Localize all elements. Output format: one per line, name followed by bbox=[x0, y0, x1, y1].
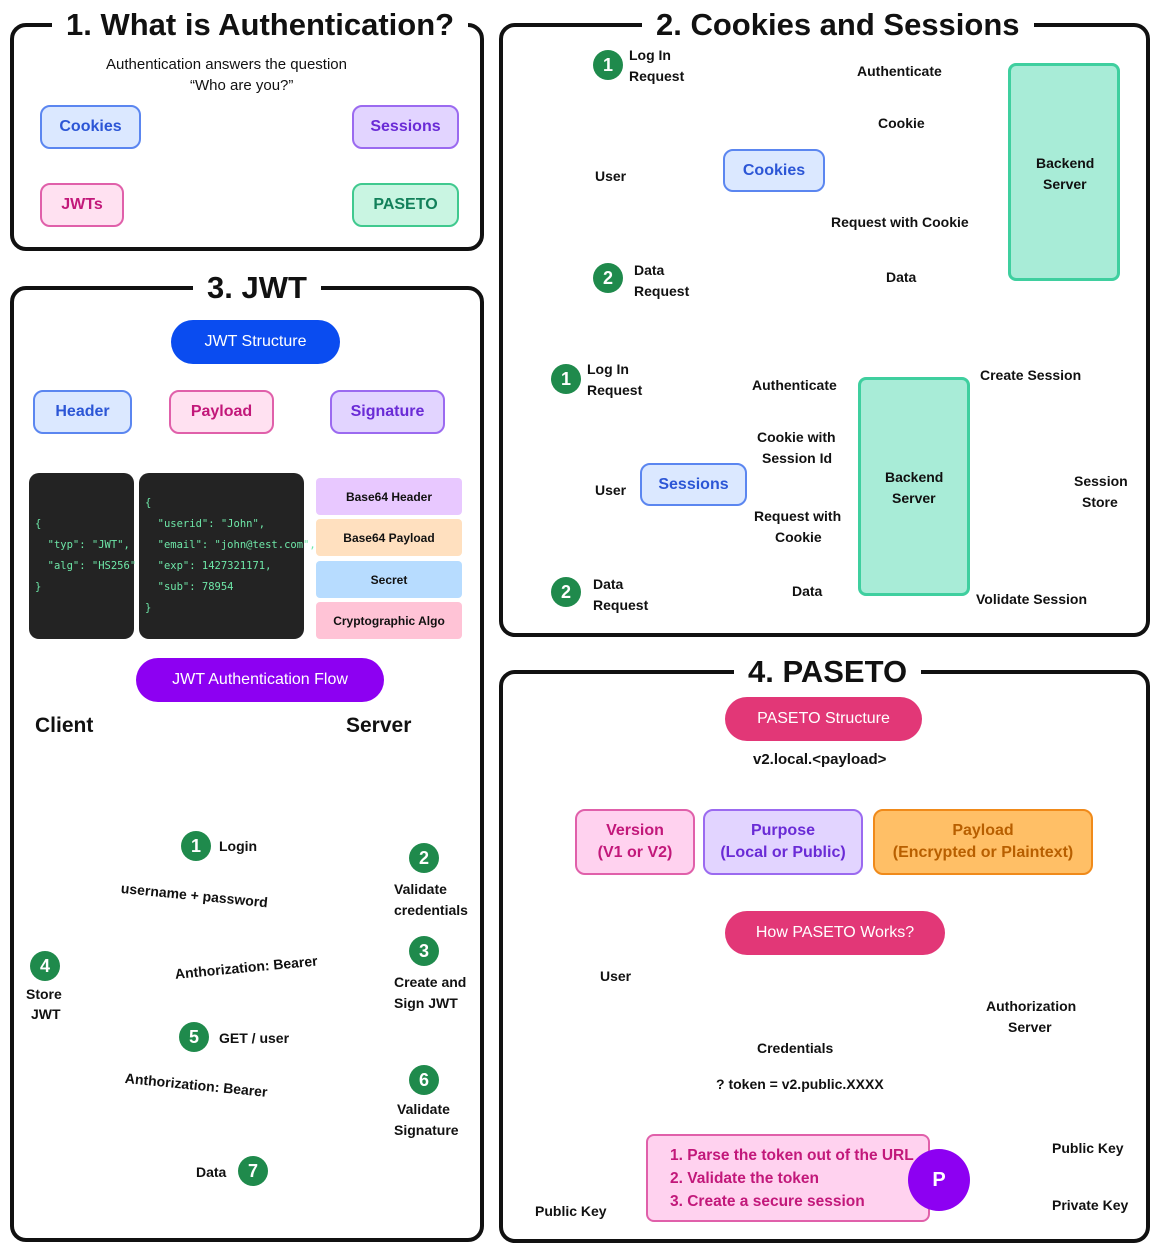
auth-server-label: Server bbox=[1008, 1019, 1052, 1035]
request-cookie-label: Cookie bbox=[775, 529, 822, 545]
paseto-format: v2.local.<payload> bbox=[753, 751, 887, 768]
auth-server-label: Authorization bbox=[986, 998, 1077, 1014]
token-label: ? token = v2.public.XXXX bbox=[716, 1076, 884, 1092]
login-label: Login bbox=[219, 838, 258, 854]
sig-crypto-algo: Cryptographic Algo bbox=[316, 602, 462, 639]
step-badge: 1 bbox=[181, 831, 211, 861]
section-jwt bbox=[10, 286, 484, 1242]
data-label: Data bbox=[792, 583, 823, 599]
step-badge: 2 bbox=[593, 263, 623, 293]
authenticate-label: Authenticate bbox=[857, 63, 942, 79]
validate-signature-label: Signature bbox=[394, 1122, 459, 1138]
chip-sessions: Sessions bbox=[640, 463, 747, 506]
paseto-payload-box: Payload(Encrypted or Plaintext) bbox=[873, 809, 1093, 875]
intro-text: Authentication answers the question bbox=[106, 56, 347, 73]
backend-label: Server bbox=[892, 490, 936, 506]
step-label: Request bbox=[629, 68, 685, 84]
step-label: Request bbox=[587, 382, 643, 398]
section-3-title: 3. JWT bbox=[193, 271, 321, 305]
paseto-step: 1. Parse the token out of the URL bbox=[670, 1147, 914, 1164]
section-2-title: 2. Cookies and Sessions bbox=[642, 8, 1034, 42]
sig-base64-payload: Base64 Payload bbox=[316, 519, 462, 556]
data-label: Data bbox=[886, 269, 917, 285]
public-key-label: Public Key bbox=[535, 1203, 607, 1219]
validate-signature-label: Validate bbox=[397, 1101, 450, 1117]
paseto-purpose-box: Purpose(Local or Public) bbox=[703, 809, 863, 875]
backend-label: Server bbox=[1043, 176, 1087, 192]
sig-secret: Secret bbox=[316, 561, 462, 598]
step-badge: 2 bbox=[551, 577, 581, 607]
paseto-step: 3. Create a secure session bbox=[670, 1193, 865, 1210]
header-code-block: { "typ": "JWT", "alg": "HS256"} bbox=[29, 473, 136, 639]
step-badge: 4 bbox=[30, 951, 60, 981]
backend-server-box bbox=[1008, 63, 1120, 281]
store-jwt-label: JWT bbox=[31, 1006, 61, 1022]
store-jwt-label: Store bbox=[26, 986, 62, 1002]
server-label: Server bbox=[346, 714, 412, 737]
how-paseto-works-pill: How PASETO Works? bbox=[725, 911, 945, 955]
section-4-title: 4. PASETO bbox=[734, 655, 922, 689]
paseto-structure-pill: PASETO Structure bbox=[725, 697, 922, 741]
public-key-label: Public Key bbox=[1052, 1140, 1124, 1156]
paseto-badge: P bbox=[908, 1149, 970, 1211]
private-key-label: Private Key bbox=[1052, 1197, 1129, 1213]
chip-jwts: JWTs bbox=[40, 183, 124, 227]
chip-cookies: Cookies bbox=[723, 149, 825, 192]
payload-code-block: { "userid": "John", "email": "john@test.… bbox=[139, 473, 316, 639]
sig-base64-header: Base64 Header bbox=[316, 478, 462, 515]
paseto-version-box: Version(V1 or V2) bbox=[575, 809, 695, 875]
user-label: User bbox=[600, 968, 632, 984]
backend-server-box bbox=[858, 377, 970, 596]
validate-credentials-label: Validate bbox=[394, 881, 447, 897]
chip-header: Header bbox=[33, 390, 132, 434]
credentials-label: Credentials bbox=[757, 1040, 834, 1056]
cookie-label: Cookie bbox=[878, 115, 925, 131]
client-label: Client bbox=[35, 714, 94, 737]
jwt-flow-pill: JWT Authentication Flow bbox=[136, 658, 384, 702]
get-user-label: GET / user bbox=[219, 1030, 290, 1046]
user-label: User bbox=[595, 168, 627, 184]
request-cookie-label: Request with bbox=[754, 508, 842, 524]
step-label: Log In bbox=[629, 47, 671, 63]
step-badge: 3 bbox=[409, 936, 439, 966]
cookie-session-label: Cookie with bbox=[757, 429, 836, 445]
step-label: Data bbox=[593, 576, 624, 592]
step-label: Data bbox=[634, 262, 665, 278]
chip-cookies: Cookies bbox=[40, 105, 141, 149]
authenticate-label: Authenticate bbox=[752, 377, 837, 393]
step-badge: 1 bbox=[593, 50, 623, 80]
backend-label: Backend bbox=[1036, 155, 1095, 171]
paseto-step: 2. Validate the token bbox=[670, 1170, 820, 1187]
cookie-session-label: Session Id bbox=[762, 450, 833, 466]
step-label: Log In bbox=[587, 361, 629, 377]
request-with-cookie-label: Request with Cookie bbox=[831, 214, 969, 230]
step-badge: 1 bbox=[551, 364, 581, 394]
create-sign-label: Create and bbox=[394, 974, 467, 990]
chip-payload: Payload bbox=[169, 390, 274, 434]
user-label: User bbox=[595, 482, 627, 498]
validate-session-label: Volidate Session bbox=[976, 591, 1087, 607]
step-label: Request bbox=[634, 283, 690, 299]
data-label: Data bbox=[196, 1164, 227, 1180]
chip-paseto: PASETO bbox=[352, 183, 459, 227]
intro-question: “Who are you?” bbox=[190, 77, 294, 94]
section-1-title: 1. What is Authentication? bbox=[52, 8, 469, 42]
step-badge: 7 bbox=[238, 1156, 268, 1186]
create-sign-label: Sign JWT bbox=[394, 995, 458, 1011]
create-session-label: Create Session bbox=[980, 367, 1082, 383]
step-badge: 5 bbox=[179, 1022, 209, 1052]
step-badge: 6 bbox=[409, 1065, 439, 1095]
session-store-label: Session bbox=[1074, 473, 1128, 489]
backend-label: Backend bbox=[885, 469, 944, 485]
session-store-label: Store bbox=[1082, 494, 1118, 510]
paseto-steps-box: 1. Parse the token out of the URL 2. Val… bbox=[646, 1134, 930, 1222]
step-badge: 2 bbox=[409, 843, 439, 873]
jwt-structure-pill: JWT Structure bbox=[171, 320, 340, 364]
validate-credentials-label: credentials bbox=[394, 902, 468, 918]
chip-sessions: Sessions bbox=[352, 105, 459, 149]
chip-signature: Signature bbox=[330, 390, 445, 434]
step-label: Request bbox=[593, 597, 649, 613]
